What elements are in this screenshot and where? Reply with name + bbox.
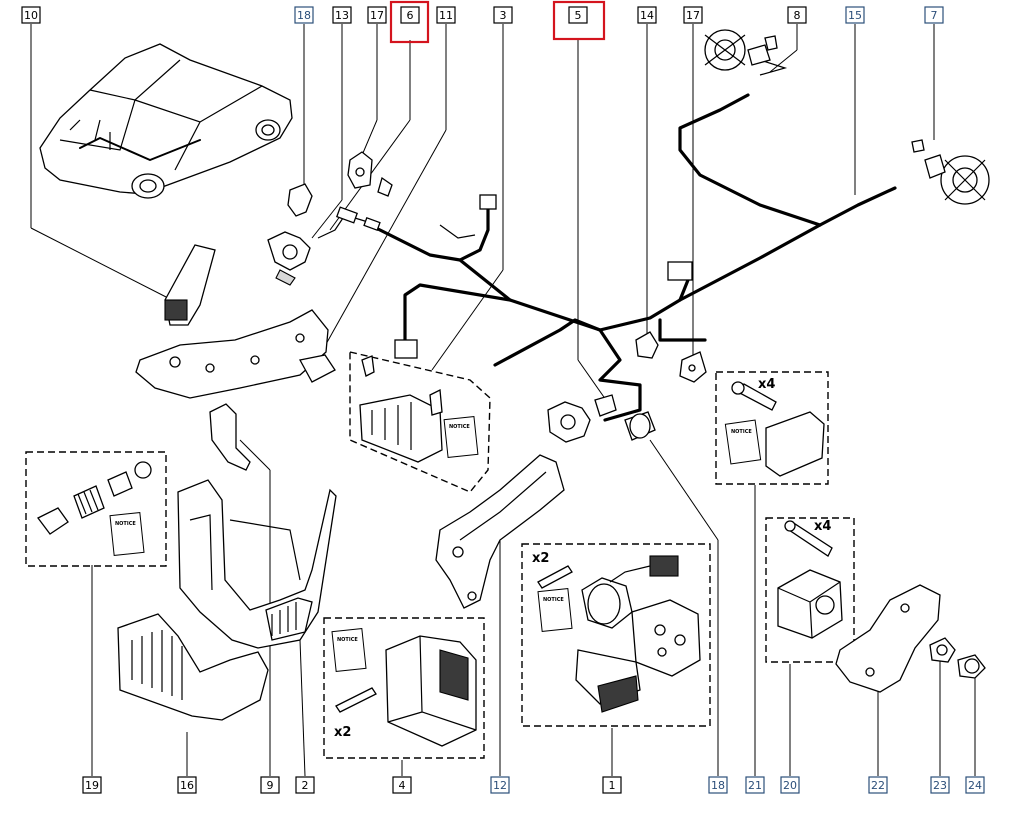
wiring-harness (317, 59, 897, 422)
callout-2[interactable]: 2 (295, 776, 315, 794)
notice-labels: NOTICE NOTICE NOTICE NOTICE NOTICE (115, 424, 752, 643)
relay-kit: x4 (715, 371, 829, 485)
svg-text:4: 4 (399, 779, 406, 792)
abs-cradle (177, 403, 337, 649)
notice-label: NOTICE (449, 424, 470, 430)
abs-pump-kit: x2 (521, 543, 711, 727)
callout-3[interactable]: 3 (493, 6, 513, 24)
support-arm (435, 454, 565, 609)
highlight-frame-6 (389, 0, 430, 44)
svg-text:8: 8 (794, 9, 801, 22)
callout-24[interactable]: 24 (965, 776, 985, 794)
callout-19[interactable]: 19 (82, 776, 102, 794)
callout-row-bottom: 19 16 9 2 4 12 1 18 (82, 776, 985, 794)
callout-23[interactable]: 23 (930, 776, 950, 794)
highlight-frame-5 (552, 0, 606, 41)
svg-text:3: 3 (500, 9, 507, 22)
front-mounting-bracket (135, 244, 336, 399)
qty-x4-top: x4 (758, 377, 775, 392)
svg-text:1: 1 (609, 779, 616, 792)
svg-text:9: 9 (267, 779, 274, 792)
svg-text:22: 22 (871, 779, 885, 792)
front-wheel-sensor (267, 151, 393, 286)
svg-text:7: 7 (931, 9, 938, 22)
svg-text:18: 18 (711, 779, 725, 792)
svg-text:13: 13 (335, 9, 349, 22)
callout-6[interactable]: 6 (389, 0, 430, 44)
svg-text:23: 23 (933, 779, 947, 792)
svg-text:5: 5 (575, 9, 582, 22)
svg-text:14: 14 (640, 9, 654, 22)
notice-label: NOTICE (337, 637, 358, 643)
callout-21[interactable]: 21 (745, 776, 765, 794)
notice-label: NOTICE (543, 597, 564, 603)
heat-shield (117, 613, 269, 721)
callout-20[interactable]: 20 (780, 776, 800, 794)
notice-label: NOTICE (115, 521, 136, 527)
qty-x2-pump: x2 (532, 551, 549, 566)
control-unit-kit: x2 (323, 617, 485, 759)
callout-10[interactable]: 10 (21, 6, 41, 24)
callout-12[interactable]: 12 (490, 776, 510, 794)
callout-18-bottom[interactable]: 18 (708, 776, 728, 794)
notice-label: NOTICE (731, 429, 752, 435)
svg-text:19: 19 (85, 779, 99, 792)
qty-x2-ecu: x2 (334, 725, 351, 740)
callout-row-top: 10 18 13 17 6 11 3 5 (21, 0, 944, 44)
svg-text:21: 21 (748, 779, 762, 792)
callout-22[interactable]: 22 (868, 776, 888, 794)
callout-5[interactable]: 5 (552, 0, 606, 41)
rear-wheel-sensor-right (704, 29, 778, 71)
right-mounting-bracket (835, 584, 986, 693)
callout-7[interactable]: 7 (924, 6, 944, 24)
callout-1[interactable]: 1 (602, 776, 622, 794)
front-right-wheel-sensor (547, 394, 656, 443)
callout-4[interactable]: 4 (392, 776, 412, 794)
svg-text:18: 18 (297, 9, 311, 22)
ecu-module-kit (349, 351, 491, 493)
harness-connector (394, 194, 693, 359)
svg-text:15: 15 (848, 9, 862, 22)
callout-11[interactable]: 11 (436, 6, 456, 24)
svg-text:20: 20 (783, 779, 797, 792)
svg-text:10: 10 (24, 9, 38, 22)
svg-text:17: 17 (370, 9, 384, 22)
callout-17-top-right[interactable]: 17 (683, 6, 703, 24)
callout-9[interactable]: 9 (260, 776, 280, 794)
svg-text:24: 24 (968, 779, 982, 792)
svg-text:12: 12 (493, 779, 507, 792)
svg-text:11: 11 (439, 9, 453, 22)
callout-17-top-left[interactable]: 17 (367, 6, 387, 24)
svg-text:16: 16 (180, 779, 194, 792)
harness-clips (635, 331, 707, 383)
callout-8[interactable]: 8 (787, 6, 807, 24)
callout-15[interactable]: 15 (845, 6, 865, 24)
rear-wheel-sensor-left (911, 139, 990, 205)
car-silhouette (39, 43, 293, 199)
leader-lines (30, 24, 976, 777)
callout-18-top[interactable]: 18 (294, 6, 314, 24)
svg-text:17: 17 (686, 9, 700, 22)
callout-13[interactable]: 13 (332, 6, 352, 24)
callout-16[interactable]: 16 (177, 776, 197, 794)
hydraulic-unit-kit: x4 (765, 517, 855, 663)
callout-14[interactable]: 14 (637, 6, 657, 24)
svg-text:2: 2 (302, 779, 309, 792)
svg-text:6: 6 (407, 9, 414, 22)
qty-x4-mid: x4 (814, 519, 831, 534)
spring-kit (25, 451, 167, 567)
